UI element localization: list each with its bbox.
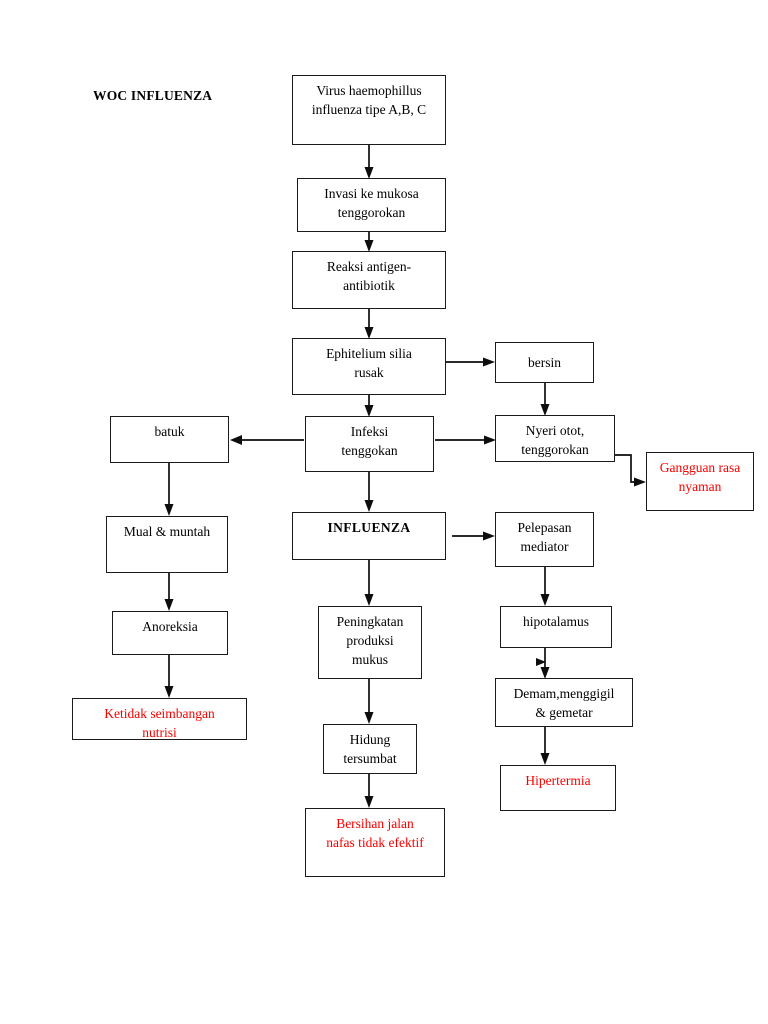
node-hipotalamus[interactable]: hipotalamus bbox=[500, 606, 612, 648]
node-label: Infeksi tenggokan bbox=[341, 424, 398, 459]
node-label: Reaksi antigen- antibiotik bbox=[326, 259, 412, 294]
node-label: bersin bbox=[528, 354, 561, 370]
node-invasi-mukosa[interactable]: Invasi ke mukosa tenggorokan bbox=[297, 178, 446, 232]
node-infeksi-tenggokan[interactable]: Infeksi tenggokan bbox=[305, 416, 434, 472]
node-pelepasan-mediator[interactable]: Pelepasan mediator bbox=[495, 512, 594, 567]
node-hipertermia[interactable]: Hipertermia bbox=[500, 765, 616, 811]
edge-demam-to-hipertermia bbox=[540, 727, 550, 765]
node-label: Pelepasan mediator bbox=[517, 520, 572, 555]
node-influenza[interactable]: INFLUENZA bbox=[292, 512, 446, 560]
edge-infeksi-to-influenza bbox=[364, 472, 374, 512]
edge-peningkatan-to-hidung bbox=[364, 679, 374, 724]
node-ephitelium-silia-rusak[interactable]: Ephitelium silia rusak bbox=[292, 338, 446, 395]
edge-ephitelium-to-infeksi bbox=[364, 395, 374, 417]
node-label: Ketidak seimbangan nutrisi bbox=[104, 706, 215, 741]
edge-hidung-to-bersihan bbox=[364, 774, 374, 808]
edge-invasi-to-reaksi bbox=[364, 232, 374, 252]
node-anoreksia[interactable]: Anoreksia bbox=[112, 611, 228, 655]
node-reaksi-antigen[interactable]: Reaksi antigen- antibiotik bbox=[292, 251, 446, 309]
node-demam-menggigil-gemetar[interactable]: Demam,menggigil & gemetar bbox=[495, 678, 633, 727]
node-ketidak-seimbangan-nutrisi[interactable]: Ketidak seimbangan nutrisi bbox=[72, 698, 247, 740]
node-label: Mual & muntah bbox=[123, 524, 211, 539]
node-label: Nyeri otot, tenggorokan bbox=[521, 423, 589, 458]
node-virus-haemophillus[interactable]: Virus haemophillus influenza tipe A,B, C bbox=[292, 75, 446, 145]
page-title: WOC INFLUENZA bbox=[93, 88, 213, 103]
node-label: Virus haemophillus influenza tipe A,B, C bbox=[311, 83, 427, 118]
edge-mual-to-anoreksia bbox=[164, 573, 174, 611]
node-label: Bersihan jalan nafas tidak efektif bbox=[326, 816, 424, 851]
node-bersin[interactable]: bersin bbox=[495, 342, 594, 383]
edge-hipotalamus-to-demam bbox=[536, 648, 550, 679]
node-label: Invasi ke mukosa tenggorokan bbox=[324, 186, 419, 221]
node-label: INFLUENZA bbox=[327, 520, 411, 535]
edge-virus-to-invasi bbox=[364, 145, 374, 179]
edge-influenza-to-peningkatan bbox=[364, 560, 374, 606]
node-bersihan-jalan-nafas-tidak-efektif[interactable]: Bersihan jalan nafas tidak efektif bbox=[305, 808, 445, 877]
edge-batuk-to-mual bbox=[164, 463, 174, 516]
node-batuk[interactable]: batuk bbox=[110, 416, 229, 463]
node-label: Hidung tersumbat bbox=[343, 732, 397, 767]
node-label: Gangguan rasa nyaman bbox=[659, 460, 741, 495]
edge-nyeri-to-gangguan bbox=[615, 454, 646, 487]
edge-ephitelium-to-bersin bbox=[446, 357, 495, 367]
edge-infeksi-to-batuk bbox=[230, 435, 304, 445]
edge-infeksi-to-nyeri bbox=[435, 435, 496, 445]
node-label: Peningkatan produksi mukus bbox=[336, 614, 404, 668]
edge-influenza-to-pelepasan bbox=[452, 531, 495, 541]
node-peningkatan-produksi-mukus[interactable]: Peningkatan produksi mukus bbox=[318, 606, 422, 679]
edge-anoreksia-to-ketidak bbox=[164, 655, 174, 698]
node-label: hipotalamus bbox=[523, 614, 589, 629]
edge-reaksi-to-ephitelium bbox=[364, 309, 374, 339]
node-label: Ephitelium silia rusak bbox=[326, 346, 412, 381]
edge-bersin-to-nyeri bbox=[540, 383, 550, 416]
node-nyeri-otot-tenggorokan[interactable]: Nyeri otot, tenggorokan bbox=[495, 415, 615, 462]
node-hidung-tersumbat[interactable]: Hidung tersumbat bbox=[323, 724, 417, 774]
edge-pelepasan-to-hipotalamus bbox=[540, 567, 550, 606]
node-mual-muntah[interactable]: Mual & muntah bbox=[106, 516, 228, 573]
node-label: Hipertermia bbox=[525, 773, 591, 788]
node-label: batuk bbox=[154, 424, 185, 439]
node-gangguan-rasa-nyaman[interactable]: Gangguan rasa nyaman bbox=[646, 452, 754, 511]
node-label: Demam,menggigil & gemetar bbox=[513, 686, 615, 721]
node-label: Anoreksia bbox=[142, 619, 198, 634]
